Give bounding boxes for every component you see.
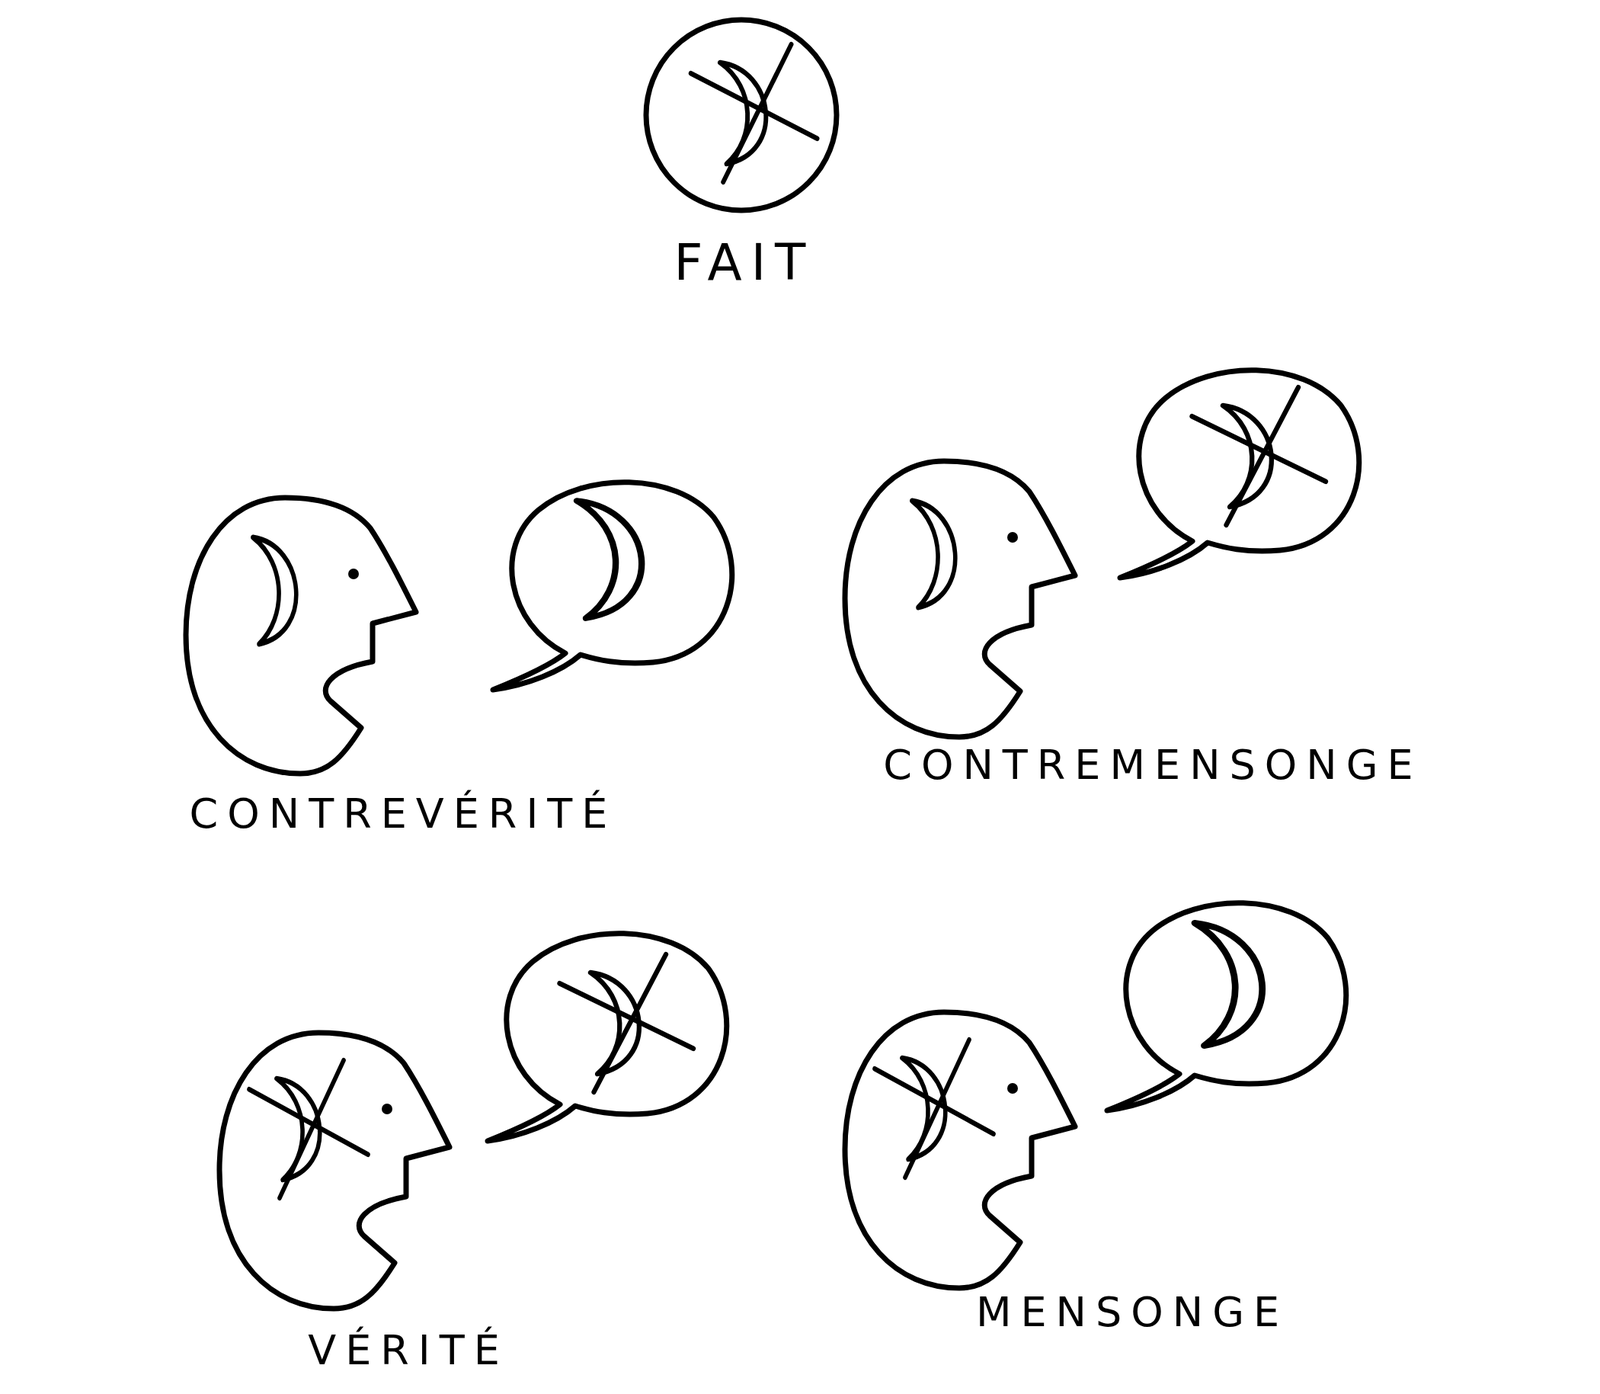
head-figure <box>185 497 416 774</box>
caption-label: MENSONGE <box>976 1291 1289 1333</box>
fact-circle <box>646 19 837 211</box>
speech-bubble <box>1120 370 1360 578</box>
caption-label: VÉRITÉ <box>307 1329 509 1371</box>
caption-label: FAIT <box>674 237 816 288</box>
head-figure <box>844 1011 1076 1288</box>
speech-bubble <box>492 482 733 690</box>
head-figure <box>219 1032 450 1309</box>
speech-bubble <box>1107 902 1347 1111</box>
head-figure <box>844 460 1076 737</box>
caption-label: CONTREMENSONGE <box>883 744 1422 786</box>
caption-label: CONTREVÉRITÉ <box>189 793 618 835</box>
speech-bubble <box>487 933 727 1141</box>
